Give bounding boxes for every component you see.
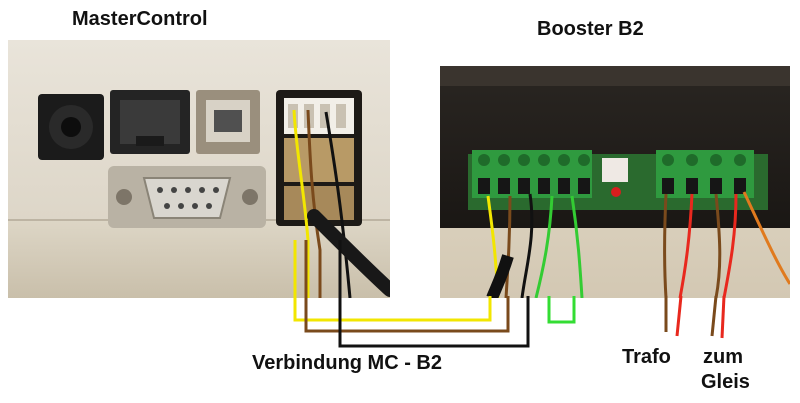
trafo-label: Trafo xyxy=(622,346,671,368)
connection-label: Verbindung MC - B2 xyxy=(252,352,442,374)
mastercontrol-photo xyxy=(8,40,390,298)
green-wire-loop xyxy=(547,296,576,324)
mastercontrol-title: MasterControl xyxy=(72,8,208,30)
gleis-wire-red xyxy=(720,295,726,339)
brown-wire xyxy=(304,240,510,333)
booster-button xyxy=(602,158,628,182)
gleis-wire-brown xyxy=(710,295,718,337)
black-wire xyxy=(338,240,530,348)
yellow-wire xyxy=(293,240,492,322)
zum-gleis-label-line1: zum xyxy=(703,346,743,368)
zum-gleis-label-line2: Gleis xyxy=(701,371,750,393)
trafo-wire-red xyxy=(675,295,683,337)
booster-illustration xyxy=(440,66,790,298)
booster-photo xyxy=(440,66,790,298)
booster-title: Booster B2 xyxy=(537,18,644,40)
terminal-block-left xyxy=(472,150,592,198)
booster-led xyxy=(611,187,621,197)
mastercontrol-illustration xyxy=(8,40,390,298)
